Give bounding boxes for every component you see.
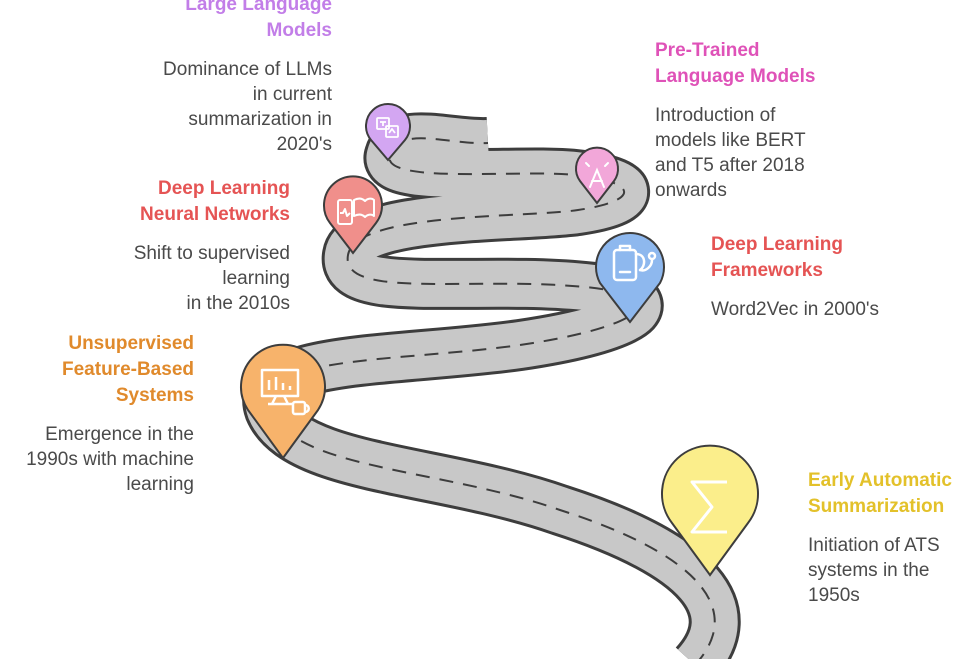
winding-road [242, 112, 741, 664]
translate-icon [376, 117, 399, 138]
monitor-chart-coffee-icon [260, 368, 310, 416]
sigma-icon [690, 480, 727, 534]
milestone-large-language-models: Large Language Models Dominance of LLMs … [163, 0, 332, 157]
milestone-title: Large Language Models [185, 0, 332, 41]
pin-large-language-models [365, 103, 411, 162]
milestone-description: Dominance of LLMs in current summarizati… [163, 59, 332, 155]
milestone-deep-learning-neural-networks: Deep Learning Neural Networks Shift to s… [134, 176, 290, 316]
milestone-description: Introduction of models like BERT and T5 … [655, 105, 806, 201]
pin-deep-learning-frameworks [595, 232, 665, 324]
clipboard-stethoscope-icon [612, 244, 657, 282]
milestone-deep-learning-frameworks: Deep Learning Frameworks Word2Vec in 200… [711, 232, 879, 322]
pin-deep-learning-neural-networks [323, 175, 383, 255]
pin-unsupervised-feature-based-systems [240, 343, 326, 460]
milestone-description: Emergence in the 1990s with machine lear… [26, 424, 194, 495]
device-book-icon [337, 197, 375, 225]
milestone-title: Unsupervised Feature-Based Systems [62, 333, 194, 406]
milestone-title: Pre-Trained Language Models [655, 40, 816, 87]
milestone-description: Initiation of ATS systems in the 1950s [808, 535, 940, 606]
milestone-description: Shift to supervised learning in the 2010… [133, 243, 290, 314]
milestone-early-automatic-summarization: Early Automatic Summarization Initiation… [808, 468, 952, 608]
milestone-description: Word2Vec in 2000's [711, 299, 880, 320]
milestone-unsupervised-feature-based-systems: Unsupervised Feature-Based Systems Emerg… [26, 331, 194, 497]
milestone-title: Deep Learning Frameworks [711, 234, 843, 281]
pin-early-automatic-summarization [661, 444, 759, 577]
milestone-title: Early Automatic Summarization [808, 470, 952, 517]
pin-pre-trained-language-models [575, 146, 619, 205]
milestone-title: Deep Learning Neural Networks [140, 178, 290, 225]
robot-face-icon [585, 162, 609, 188]
milestone-pre-trained-language-models: Pre-Trained Language Models Introduction… [655, 38, 815, 203]
